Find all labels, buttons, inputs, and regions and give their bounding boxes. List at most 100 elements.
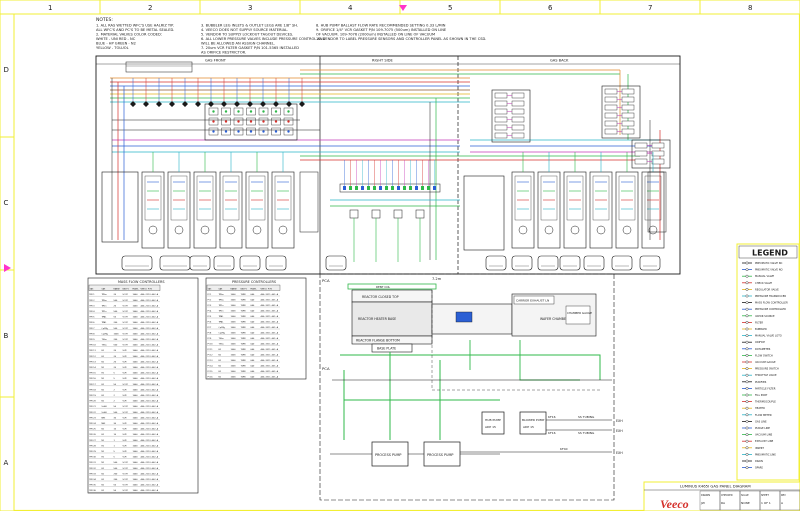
legend-symbol-icon	[745, 446, 749, 450]
kf16-label: KF16	[548, 415, 556, 419]
table-cell: 1660	[133, 384, 139, 386]
bubbler-icon	[514, 175, 532, 221]
legend-item-label: ROTAMETER	[755, 347, 771, 351]
table-cell: 640	[251, 294, 256, 296]
table-cell: H2	[102, 434, 105, 436]
table-cell: SCCM	[123, 490, 129, 492]
table-cell: TORR	[241, 300, 247, 302]
valve-indicator-icon	[237, 110, 240, 113]
bubbler-icon	[618, 175, 636, 221]
table-cell: SCCM	[123, 311, 129, 313]
manifold-valve-icon	[373, 186, 376, 190]
valve-indicator-icon	[262, 130, 265, 133]
table-cell: PC1	[208, 294, 213, 296]
valve-block-icon	[651, 150, 665, 157]
table-header-cell: VEECO P/N	[141, 289, 153, 291]
table-cell: 400-3311-001-A	[261, 370, 279, 373]
legend-item-label: FLOW SWITCH	[755, 353, 773, 357]
reactor-flange-label: REACTOR FLANGE BOTTOM	[356, 339, 400, 343]
source-cabinet	[589, 171, 613, 249]
table-cell: MFC7	[90, 328, 96, 330]
table-cell: SCCM	[123, 345, 129, 347]
table-cell: 400-2213-002-A	[141, 372, 159, 375]
table-cell: SLM	[123, 389, 128, 391]
valve-icon	[143, 101, 149, 107]
table-cell: 1660	[133, 412, 139, 414]
source-cabinet	[641, 171, 665, 249]
table-cell: TEGa	[219, 338, 225, 340]
table-cell: H2	[102, 468, 105, 470]
table-cell: 640	[251, 327, 256, 329]
note-line: 2. MATERIAL VALVES COLOR CODED:	[96, 33, 162, 37]
label-panel	[299, 171, 319, 233]
valve-block-icon	[511, 132, 525, 139]
table-cell: 400-3311-001-A	[261, 348, 279, 351]
table-cell: N2	[102, 485, 105, 487]
table-cell: MFC5	[90, 317, 96, 319]
manifold-valve-icon	[283, 117, 294, 126]
table-cell: 640	[251, 377, 256, 379]
table-cell: Cp2Mg	[219, 333, 226, 335]
table-cell: SCCM	[123, 328, 129, 330]
table-cell: 50	[114, 384, 117, 386]
note-line: 6. ALL LOWER PRESSURE VALVES INCLUDE PRE…	[201, 37, 326, 41]
valve-block-icon	[494, 108, 508, 115]
valve-block-icon	[511, 116, 525, 123]
manifold-valve-icon	[409, 186, 412, 190]
table-cell: MFC13	[90, 361, 97, 363]
wafer-chamber-label: WAFER CHAMBER	[540, 317, 569, 321]
table-cell: 400-3311-001-A	[261, 321, 279, 324]
legend-symbol-icon	[745, 327, 749, 331]
table-cell: H2	[102, 384, 105, 386]
table-cell: 1660	[133, 395, 139, 397]
table-cell: NH3	[102, 417, 107, 419]
note-line: ALL WFC'S AND PC'S TO BE METAL SEALED.	[96, 28, 174, 32]
valve-icon	[195, 101, 201, 107]
table-cell: H2	[102, 356, 105, 358]
table-cell: 1000	[231, 311, 237, 313]
table-cell: SCCM	[123, 339, 129, 341]
manifold-valve-icon	[221, 127, 231, 136]
note-line: 7. 20um VCR FILTER GASKET P/N 101-5365 I…	[201, 46, 299, 50]
legend-item-label: VACUUM LINE	[755, 433, 773, 437]
table-cell: 640	[251, 355, 256, 357]
manifold-valve-icon	[271, 127, 281, 136]
table-cell: MFC33	[90, 473, 97, 475]
valve-icon	[130, 101, 136, 107]
bubbler-icon	[144, 175, 162, 221]
table-cell: MFC28	[90, 445, 97, 447]
table-cell: 2	[114, 389, 116, 391]
table-cell: H2	[102, 350, 105, 352]
valve-block-icon	[604, 120, 618, 127]
valve-indicator-icon	[274, 120, 278, 123]
source-cabinet	[167, 171, 191, 249]
table-cell: N2	[102, 451, 105, 453]
table-cell: 500	[114, 328, 119, 330]
valve-icon	[415, 209, 425, 219]
valve-block-icon	[621, 112, 635, 119]
gauge-icon	[226, 225, 236, 235]
table-cell: TORR	[241, 349, 247, 351]
hub-pump-model: ADP 15	[485, 425, 496, 429]
table-cell: MFC26	[90, 434, 97, 436]
column-label: 6	[548, 4, 553, 12]
valve-indicator-icon	[287, 120, 290, 123]
table-cell: TORR	[241, 360, 247, 362]
legend-item-label: MANUAL VALVE	[755, 274, 775, 278]
table-cell: MFC1	[90, 294, 96, 296]
kf40-label: KF40	[560, 447, 568, 451]
valve-stack	[631, 139, 671, 169]
table-cell: 1	[114, 445, 116, 447]
table-cell: 400-3311-001-A	[261, 326, 279, 329]
table-cell: 400-2213-002-A	[141, 478, 159, 481]
title-cell-label: SCALE	[741, 494, 749, 497]
drawing-title: LUMINUS K465I GAS PANEL DIAGRAM	[680, 484, 751, 489]
table-cell: MFC23	[90, 417, 97, 419]
table-cell: Cp2Mg	[219, 327, 226, 329]
table-cell: 1660	[133, 305, 139, 307]
table-header-cell: UNITS	[241, 289, 248, 291]
valve-block-icon	[621, 88, 635, 95]
table-cell: PC3	[208, 305, 213, 307]
valve-icon	[371, 209, 381, 219]
